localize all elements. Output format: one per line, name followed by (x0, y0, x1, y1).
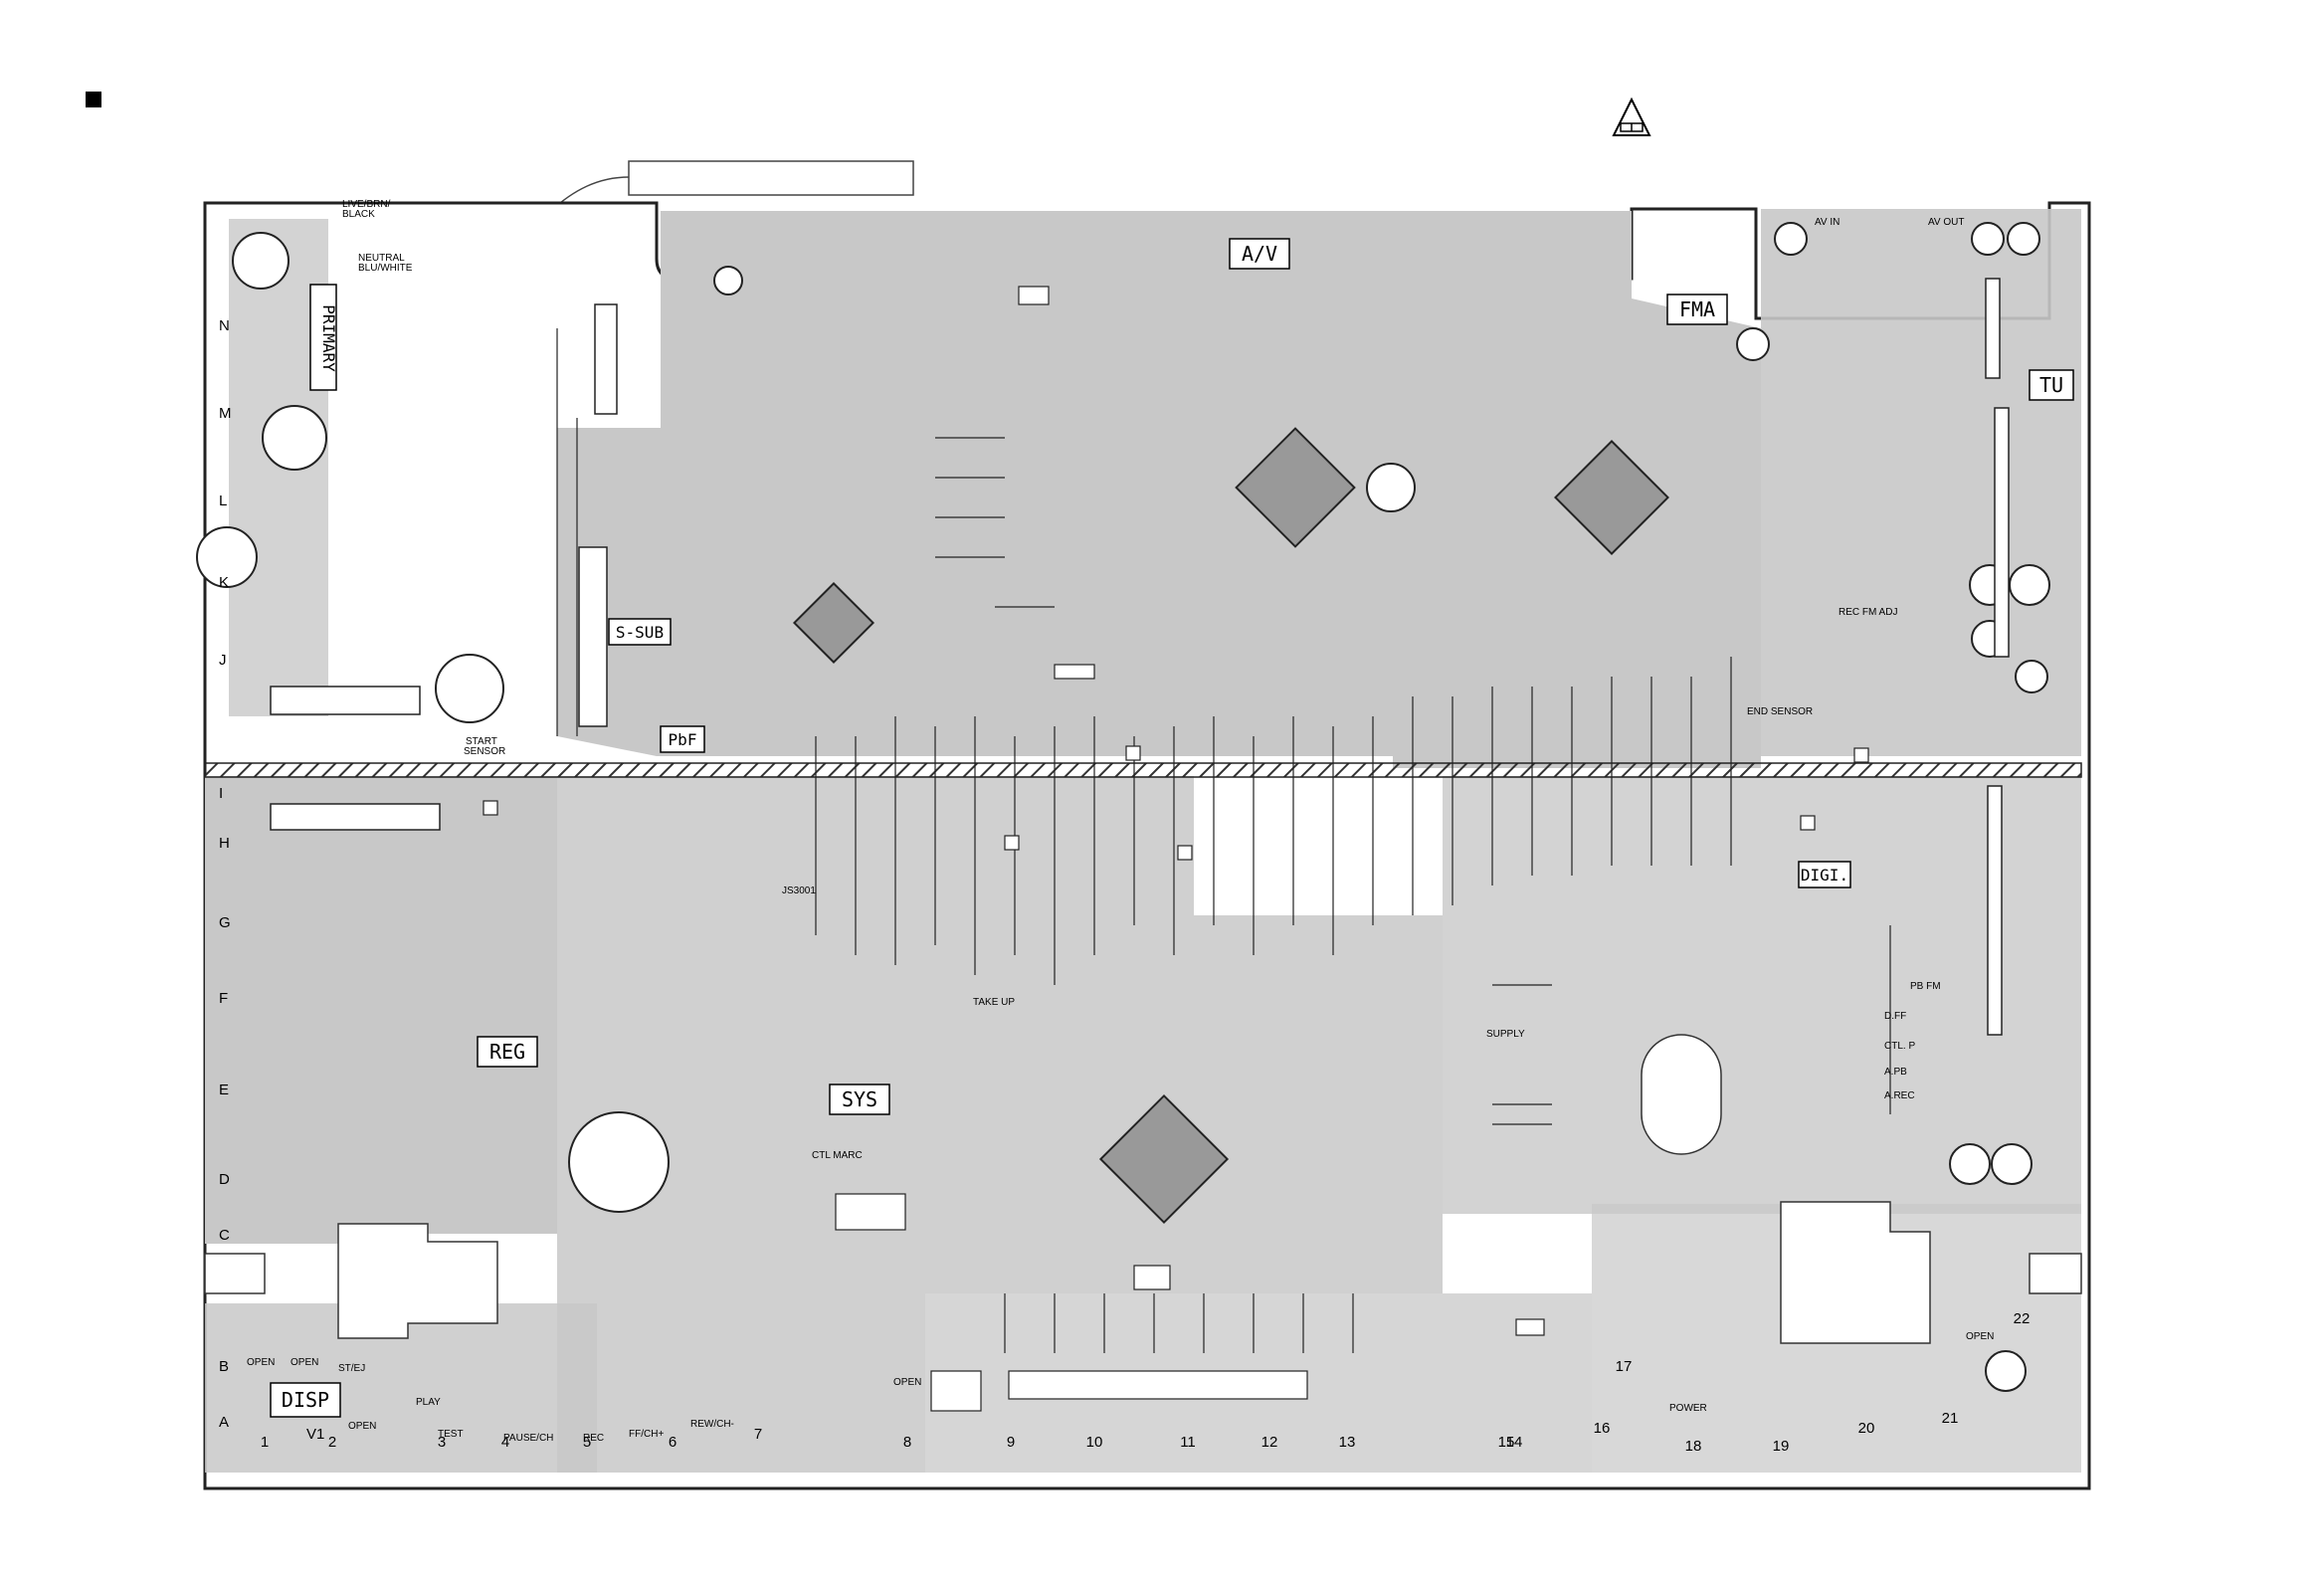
label-test: TEST (438, 1429, 464, 1440)
column-number-14: 14 (1506, 1434, 1523, 1451)
column-number-8: 8 (903, 1434, 911, 1451)
row-letter-c: C (219, 1227, 230, 1244)
column-number-21: 21 (1942, 1410, 1959, 1427)
label-pb-fm: PB FM (1910, 981, 1941, 992)
label-pause-ch: PAUSE/CH (503, 1433, 553, 1444)
row-letter-i: I (219, 785, 223, 802)
column-number-7: 7 (754, 1426, 762, 1443)
board-divider (204, 762, 2082, 778)
annotations: LIVE/BRN/ BLACK NEUTRAL BLU/WHITE START … (247, 199, 1994, 1444)
label-av-in: AV IN (1815, 217, 1840, 228)
label-ssub: S-SUB (616, 623, 664, 642)
traces (556, 328, 1891, 1353)
label-primary: PRIMARY (319, 304, 338, 372)
label-v1: V1 (306, 1426, 324, 1443)
column-number-15: 15 (1498, 1434, 1515, 1451)
label-a-rec: A.REC (1884, 1090, 1915, 1101)
row-letter-m: M (219, 405, 232, 422)
round-components (196, 222, 2050, 1392)
row-letter-n: N (219, 317, 230, 334)
label-js3001: JS3001 (782, 886, 816, 896)
row-letter-f: F (219, 990, 228, 1007)
column-number-3: 3 (438, 1434, 446, 1451)
small-parts (483, 286, 1869, 1412)
row-letters: N M L K J I H G F E D C B A (219, 317, 232, 1431)
label-tu: TU (2039, 373, 2063, 397)
row-letter-k: K (219, 574, 229, 591)
label-start-sensor2: SENSOR (464, 746, 505, 757)
column-number-17: 17 (1616, 1358, 1633, 1375)
label-black: BLACK (342, 209, 375, 220)
column-number-5: 5 (583, 1434, 591, 1451)
label-av: A/V (1242, 242, 1277, 266)
column-number-1: 1 (261, 1434, 269, 1451)
label-a-pb: A.PB (1884, 1067, 1907, 1078)
column-number-13: 13 (1339, 1434, 1356, 1451)
label-ctl-p: CTL. P (1884, 1041, 1915, 1052)
row-letter-d: D (219, 1171, 230, 1188)
column-number-4: 4 (501, 1434, 509, 1451)
row-letter-e: E (219, 1082, 229, 1098)
label-rec: REC (583, 1433, 604, 1444)
label-sys: SYS (842, 1087, 877, 1111)
board-cutouts (204, 1034, 2082, 1344)
label-open-1: OPEN (247, 1357, 275, 1368)
callout-box (628, 160, 914, 196)
label-open-5: OPEN (1966, 1331, 1994, 1342)
label-open-3: OPEN (348, 1421, 376, 1432)
column-number-19: 19 (1773, 1438, 1790, 1455)
column-number-12: 12 (1261, 1434, 1278, 1451)
label-start-sensor: START (466, 736, 497, 747)
row-letter-a: A (219, 1414, 229, 1431)
column-number-20: 20 (1858, 1420, 1875, 1437)
label-open-4: OPEN (893, 1377, 921, 1388)
label-live: LIVE/BRN/ (342, 199, 391, 210)
column-number-2: 2 (328, 1434, 336, 1451)
label-end-sensor: END SENSOR (1747, 706, 1813, 717)
label-reg: REG (489, 1040, 525, 1064)
section-marker (86, 92, 101, 107)
column-number-6: 6 (669, 1434, 677, 1451)
row-letter-b: B (219, 1358, 229, 1375)
label-ff-ch: FF/CH+ (629, 1429, 664, 1440)
column-number-22: 22 (2014, 1310, 2031, 1327)
label-rec-fm-adj: REC FM ADJ (1839, 607, 1897, 618)
row-letter-g: G (219, 914, 231, 931)
connectors (270, 278, 2010, 1036)
row-letter-l: L (219, 492, 227, 509)
ic-chips (792, 427, 1669, 1225)
label-power: POWER (1669, 1403, 1707, 1414)
label-rew-ch: REW/CH- (690, 1419, 734, 1430)
label-neutral: NEUTRAL (358, 253, 405, 264)
label-av-out: AV OUT (1928, 217, 1964, 228)
label-st-ej: ST/EJ (338, 1363, 365, 1374)
row-letter-j: J (219, 652, 227, 669)
label-disp: DISP (282, 1388, 329, 1412)
label-supply: SUPPLY (1486, 1029, 1525, 1040)
column-number-11: 11 (1180, 1434, 1196, 1451)
label-play: PLAY (416, 1397, 441, 1408)
label-dff: D.FF (1884, 1011, 1906, 1022)
column-number-9: 9 (1007, 1434, 1015, 1451)
label-take-up: TAKE UP (973, 997, 1015, 1008)
column-number-18: 18 (1685, 1438, 1702, 1455)
label-digi: DIGI. (1801, 866, 1848, 885)
label-open-2: OPEN (290, 1357, 318, 1368)
row-letter-h: H (219, 835, 230, 852)
column-number-10: 10 (1086, 1434, 1103, 1451)
column-number-16: 16 (1594, 1420, 1611, 1437)
fuse-warning-icon (1612, 97, 1651, 136)
label-ctl-marc: CTL MARC (812, 1150, 863, 1161)
block-labels: PRIMARY A/V FMA TU S-SUB PbF DIGI. REG S… (270, 238, 2074, 1418)
label-fma: FMA (1679, 297, 1715, 321)
label-neutral-color: BLU/WHITE (358, 263, 413, 274)
label-pbf: PbF (669, 730, 697, 749)
